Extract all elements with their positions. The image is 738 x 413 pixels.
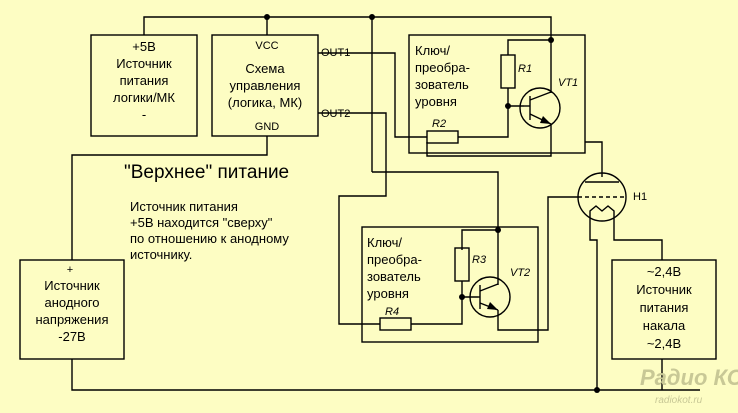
- svg-text:уровня: уровня: [415, 94, 457, 109]
- key1-label: Ключ/ преобра- зователь уровня: [415, 43, 470, 109]
- lamp-filament-left: [589, 220, 598, 390]
- svg-text:+5В находится "сверху": +5В находится "сверху": [130, 215, 273, 230]
- logic-supply-label: +5В Источник питания логики/МК -: [113, 39, 175, 122]
- watermark: Радио КОТ radiokot.ru: [640, 365, 738, 406]
- svg-text:~2,4В: ~2,4В: [647, 264, 681, 279]
- key2-label: Ключ/ преобра- зователь уровня: [367, 235, 422, 301]
- svg-text:~2,4В: ~2,4В: [647, 336, 681, 351]
- svg-text:питания: питания: [640, 300, 689, 315]
- svg-text:напряжения: напряжения: [36, 312, 109, 327]
- svg-text:-27В: -27В: [58, 329, 85, 344]
- svg-text:Радио КОТ: Радио КОТ: [640, 365, 738, 390]
- component-labels: R1 R2 R3 R4 VT1 VT2 H1: [385, 63, 647, 318]
- svg-text:R4: R4: [385, 306, 399, 318]
- out1-wire: [318, 52, 427, 138]
- note: Источник питания +5В находится "сверху" …: [130, 199, 289, 262]
- r2-resistor: [426, 130, 459, 144]
- anode-supply-label: + Источник анодного напряжения -27В: [36, 264, 109, 344]
- svg-text:по отношению к анодному: по отношению к анодному: [130, 231, 289, 246]
- vt2-emitter-lead: [497, 196, 578, 331]
- svg-text:управления: управления: [230, 78, 301, 93]
- svg-text:Источник: Источник: [44, 278, 100, 293]
- svg-text:OUT1: OUT1: [321, 47, 350, 59]
- svg-text:+: +: [67, 264, 73, 276]
- vt1-to-lamp-grid: [426, 142, 552, 157]
- svg-text:преобра-: преобра-: [415, 60, 470, 75]
- svg-text:R3: R3: [472, 254, 487, 266]
- svg-text:преобра-: преобра-: [367, 252, 422, 267]
- svg-text:зователь: зователь: [415, 77, 469, 92]
- out2-wire: [318, 112, 387, 325]
- h1-lamp: [577, 172, 627, 222]
- r1-top-wire: [507, 39, 551, 55]
- vt2-transistor: [469, 276, 511, 318]
- key1-box: [408, 34, 586, 154]
- svg-text:источнику.: источнику.: [130, 247, 192, 262]
- svg-text:уровня: уровня: [367, 286, 409, 301]
- svg-text:OUT2: OUT2: [321, 108, 350, 120]
- vt1-transistor: [519, 87, 561, 129]
- r1-resistor: [500, 54, 516, 89]
- svg-text:накала: накала: [643, 318, 686, 333]
- svg-text:H1: H1: [633, 191, 647, 203]
- svg-text:Ключ/: Ключ/: [415, 43, 450, 58]
- filament-supply-label: ~2,4В Источник питания накала ~2,4В: [636, 264, 692, 351]
- r4-resistor: [379, 317, 412, 331]
- svg-text:R1: R1: [518, 63, 532, 75]
- lamp-filament-right: [613, 220, 663, 260]
- svg-text:зователь: зователь: [367, 269, 421, 284]
- svg-text:R2: R2: [432, 118, 446, 130]
- control-label: VCC Схема управления (логика, МК) GND OU…: [228, 40, 351, 133]
- r4-to-vt2: [411, 296, 478, 325]
- svg-text:radiokot.ru: radiokot.ru: [655, 395, 703, 406]
- svg-text:Источник: Источник: [116, 56, 172, 71]
- top-rail: [143, 16, 552, 40]
- junction-dots: [264, 14, 600, 393]
- svg-text:(логика, МК): (логика, МК): [228, 95, 302, 110]
- svg-text:VT1: VT1: [558, 77, 578, 89]
- svg-text:VT2: VT2: [510, 267, 530, 279]
- r2-to-vt1: [458, 105, 524, 138]
- gnd-line: [71, 136, 268, 260]
- svg-text:VCC: VCC: [255, 40, 278, 52]
- vt1-anode-wire: [585, 141, 603, 177]
- heading: "Верхнее" питание: [124, 162, 289, 183]
- svg-text:питания: питания: [120, 73, 169, 88]
- svg-text:логики/МК: логики/МК: [113, 90, 175, 105]
- svg-text:GND: GND: [255, 121, 280, 133]
- svg-text:Источник: Источник: [636, 282, 692, 297]
- svg-text:Ключ/: Ключ/: [367, 235, 402, 250]
- r3-resistor: [454, 247, 470, 282]
- key2-box: [361, 226, 539, 343]
- svg-text:-: -: [142, 107, 146, 122]
- bottom-rail: [71, 359, 700, 391]
- svg-text:Схема: Схема: [245, 61, 285, 76]
- filament-supply-box: [611, 259, 717, 360]
- svg-text:Источник питания: Источник питания: [130, 199, 238, 214]
- control-box: [211, 34, 319, 137]
- svg-text:+5В: +5В: [132, 39, 156, 54]
- svg-text:анодного: анодного: [44, 295, 99, 310]
